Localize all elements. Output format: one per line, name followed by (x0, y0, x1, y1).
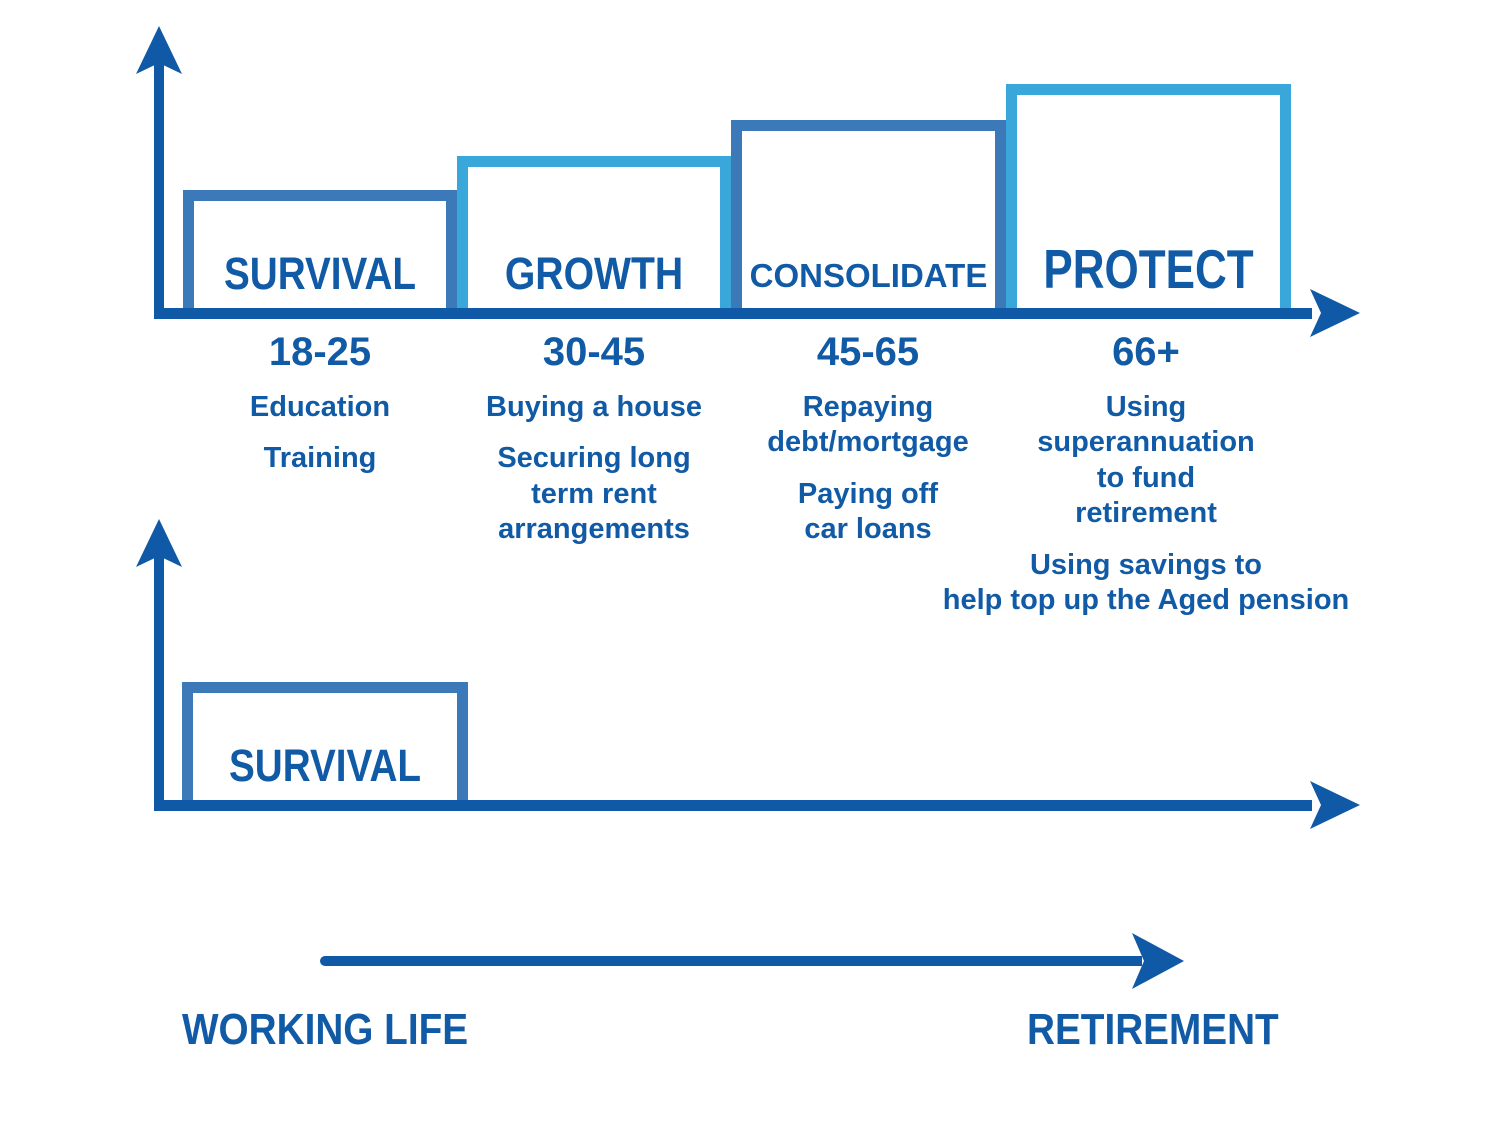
y-axis (154, 551, 164, 811)
y-axis (154, 58, 164, 308)
retirement-label: RETIREMENT (1027, 1005, 1279, 1054)
x-axis-arrowhead-icon (1310, 289, 1360, 337)
y-axis-arrowhead-icon (136, 519, 182, 567)
stage-label-survival: SURVIVAL (223, 248, 417, 299)
stage-item: Buying a house (486, 391, 702, 423)
stage-label-growth: GROWTH (504, 248, 684, 299)
working-life-label: WORKING LIFE (182, 1005, 469, 1054)
timeline-arrowhead-icon (1132, 933, 1184, 989)
x-axis (154, 800, 1312, 811)
stage-item: Education (249, 391, 391, 423)
x-axis (154, 308, 1312, 319)
y-axis-arrowhead-icon (136, 26, 182, 74)
stage-details-protect: 66+ Using superannuation to fund retirem… (906, 330, 1386, 618)
stage-item: Using superannuation to fund retirement (1037, 391, 1255, 530)
stage-details-growth: 30-45 Buying a house Securing long term … (464, 330, 724, 548)
age-range: 66+ (1112, 330, 1180, 374)
age-range: 18-25 (268, 330, 372, 374)
stage-item: Training (263, 442, 377, 475)
stage-box-survival: SURVIVAL (182, 682, 468, 800)
stage-item: Paying off car loans (797, 477, 939, 546)
stage-details-consolidate: 45-65 Repaying debt/mortgage Paying off … (738, 330, 998, 548)
stage-box-survival: SURVIVAL (183, 190, 457, 308)
stage-item: Repaying debt/mortgage (767, 391, 969, 459)
age-range: 45-65 (816, 330, 920, 374)
timeline-arrow (320, 956, 1142, 966)
age-range: 30-45 (542, 330, 646, 374)
stage-box-growth: GROWTH (457, 156, 731, 308)
stage-label-protect: PROTECT (1043, 238, 1254, 300)
stage-details-survival: 18-25 Education Training (200, 330, 440, 477)
x-axis-arrowhead-icon (1310, 781, 1360, 829)
stage-label-survival: SURVIVAL (228, 740, 422, 791)
stage-box-protect: PROTECT (1006, 84, 1291, 308)
stage-item: Securing long term rent arrangements (497, 442, 691, 546)
stage-item: Using savings to help top up the Aged pe… (942, 548, 1350, 616)
stage-label-consolidate: CONSOLIDATE (749, 257, 988, 294)
stage-box-consolidate: CONSOLIDATE (731, 120, 1006, 308)
